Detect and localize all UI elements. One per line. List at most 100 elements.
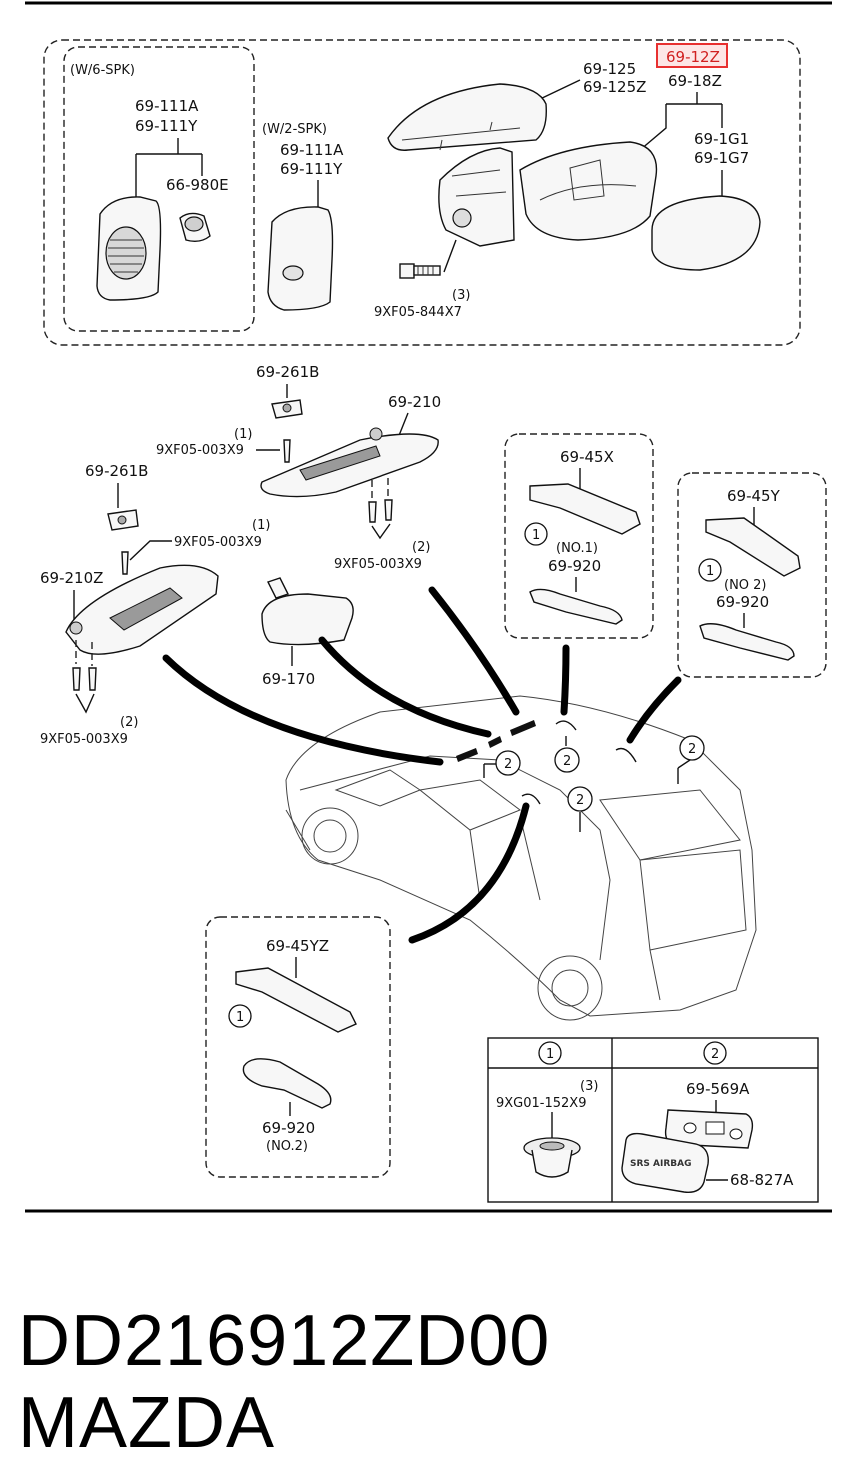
label-69-170: 69-170 [262, 670, 315, 688]
speaker6-label: (W/6-SPK) [70, 63, 135, 78]
pointer-visor-right [428, 586, 520, 716]
rear-view-mirror [261, 593, 354, 646]
leader-18Z [639, 92, 723, 151]
label-69-261B-a: 69-261B [256, 363, 319, 381]
mirror-glass [651, 195, 761, 271]
leader-screws-c [371, 523, 391, 540]
mirror-cover [387, 83, 547, 151]
clip-callout-d: 2 [677, 735, 705, 784]
pointer-mirror [318, 636, 492, 738]
label-69-111Y-b: 69-111Y [280, 160, 343, 178]
label-69-111Y-a: 69-111Y [135, 117, 198, 135]
screw-c-code: 9XF05-003X9 [334, 557, 422, 572]
label-69-111A-a: 69-111A [135, 97, 199, 115]
label-69-210Z: 69-210Z [40, 569, 103, 587]
circle-1-b-text: 1 [706, 564, 714, 579]
visor-holder-a [271, 399, 303, 419]
screw-a-qty: (1) [234, 427, 252, 442]
circle-1-a [524, 522, 548, 546]
screws-d-lines [75, 640, 93, 666]
speaker2-label: (W/2-SPK) [262, 122, 327, 137]
label-69-920-b: 69-920 [716, 593, 769, 611]
roof-mark-3 [510, 720, 536, 736]
label-68-827A: 68-827A [730, 1171, 794, 1189]
screw-b [121, 551, 129, 575]
screw-c-qty: (2) [412, 540, 430, 555]
label-69-45Y: 69-45Y [727, 487, 781, 505]
housing-detail [539, 159, 637, 201]
legend-circle-1 [538, 1041, 562, 1065]
visor-left-mirror [109, 587, 183, 631]
brand-name: MAZDA [18, 1383, 275, 1463]
label-69-12Z: 69-12Z [666, 48, 720, 66]
tweeter [179, 212, 211, 243]
base-pivot [452, 208, 472, 228]
roof-handle-1 [555, 720, 577, 731]
screw-d-code: 9XF05-003X9 [40, 732, 128, 747]
visor-right-mirror [299, 445, 381, 481]
label-69-18Z: 69-18Z [668, 72, 722, 90]
label-no2-a: (NO 2) [724, 578, 767, 593]
handle-no1-box [504, 433, 654, 639]
visor-right-clip [369, 427, 383, 441]
mirror-group-box [43, 39, 801, 346]
screw-c2 [384, 499, 393, 521]
screws-c-lines [371, 478, 389, 500]
visor-left-clip [69, 621, 83, 635]
pointer-handle-no1 [560, 644, 570, 716]
circle-1-c [228, 1004, 252, 1028]
mirror-cover-detail [401, 121, 521, 151]
assist-handle-no2 [699, 623, 795, 661]
svg-text:2: 2 [688, 742, 696, 757]
label-69-920-a: 69-920 [548, 557, 601, 575]
airbag-badge-68-827A: SRS AIRBAG [621, 1132, 709, 1193]
mirror-housing [519, 141, 658, 241]
leader-111-a [135, 138, 203, 205]
circle-1-a-text: 1 [532, 528, 540, 543]
leader-bolt [443, 239, 457, 273]
screw-a [283, 439, 291, 463]
screw-a-code: 9XF05-003X9 [156, 443, 244, 458]
footer-caption: DD216912ZD00MAZDA [18, 1300, 864, 1464]
leader-screw-b [129, 540, 172, 561]
bracket-45YZ [235, 967, 357, 1033]
pointer-visor-left [162, 654, 444, 766]
pointer-handle-no2b [408, 802, 530, 944]
speaker-grille-lines [108, 239, 144, 273]
inner-garnish-2spk [267, 206, 334, 311]
label-69-125Z: 69-125Z [583, 78, 646, 96]
highlight-69-12Z [656, 43, 728, 68]
circle-1-b [698, 558, 722, 582]
bolt-qty: (3) [452, 288, 470, 303]
label-69-261B-b: 69-261B [85, 462, 148, 480]
legend-circle-2 [703, 1041, 727, 1065]
clip-callout-b: 2 [554, 736, 580, 773]
mirror-base [438, 147, 515, 247]
bracket-45Y [705, 517, 801, 577]
push-clip [523, 1137, 581, 1178]
vehicle-outline [285, 695, 757, 1021]
speaker-grille [105, 226, 147, 280]
pointer-handle-no2 [626, 676, 682, 744]
svg-text:2: 2 [576, 793, 584, 808]
rear-view-mirror-stem [267, 577, 289, 599]
mounting-bolt [399, 263, 441, 279]
screw-d1 [72, 667, 81, 691]
svg-text:2: 2 [563, 754, 571, 769]
roof-handle-2 [615, 747, 637, 763]
clip-code: 9XG01-152X9 [496, 1096, 586, 1111]
visor-holder-b [107, 509, 139, 531]
roof-handle-3 [521, 793, 541, 805]
bracket-45X [529, 483, 641, 535]
legend-circle-2-text: 2 [711, 1047, 719, 1062]
base-detail [451, 169, 507, 197]
speaker6-box [63, 46, 255, 332]
screw-b-qty: (1) [252, 518, 270, 533]
clip-qty: (3) [580, 1079, 598, 1094]
circle-1-c-text: 1 [236, 1010, 244, 1025]
roof-mark-2 [488, 736, 502, 748]
label-69-45YZ: 69-45YZ [266, 937, 329, 955]
leader-screws-d [75, 693, 95, 714]
handle-no2b-box [205, 916, 391, 1178]
